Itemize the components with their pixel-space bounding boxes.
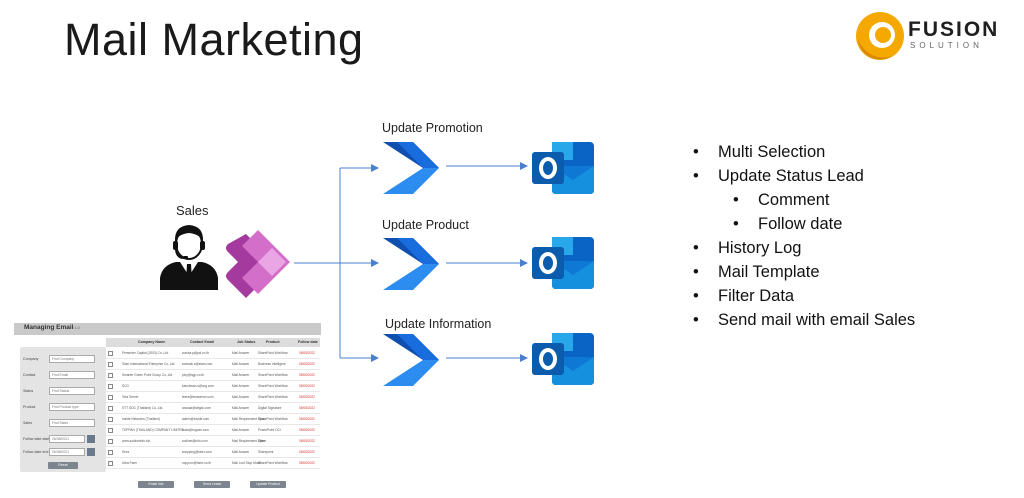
feature-item: Filter Data bbox=[693, 284, 915, 308]
update-product-button[interactable]: Update Product bbox=[250, 481, 286, 488]
app-header: Managing Email v 1.0 bbox=[14, 323, 321, 335]
calendar-icon[interactable] bbox=[87, 435, 95, 443]
power-automate-icon bbox=[383, 142, 439, 194]
row-checkbox[interactable] bbox=[108, 406, 113, 411]
fusion-logo-icon bbox=[856, 12, 904, 60]
filter-contact: Contact Find Email bbox=[23, 371, 103, 380]
filter-company: Company Find Company bbox=[23, 355, 103, 364]
app-title: Managing Email bbox=[24, 324, 74, 331]
table-header: Company Name Contact Email Job Status Pr… bbox=[106, 338, 320, 347]
power-automate-icon bbox=[383, 238, 439, 290]
row-checkbox[interactable] bbox=[108, 351, 113, 356]
company-select[interactable]: Find Company bbox=[49, 355, 95, 363]
contact-input[interactable]: Find Email bbox=[49, 371, 95, 379]
date-start-input[interactable]: 26/08/2021 bbox=[49, 435, 85, 443]
leads-table: Company Name Contact Email Job Status Pr… bbox=[106, 338, 320, 473]
row-checkbox[interactable] bbox=[108, 439, 113, 444]
logo-sub: SOLUTION bbox=[910, 41, 983, 50]
feature-list: Multi Selection Update Status Lead Comme… bbox=[693, 140, 915, 332]
product-select[interactable]: Find Product type bbox=[49, 403, 95, 411]
sales-label: Sales bbox=[176, 203, 209, 218]
flow-label-information: Update Information bbox=[385, 317, 492, 331]
logo-word: FUSION bbox=[908, 18, 1000, 41]
row-checkbox[interactable] bbox=[108, 461, 113, 466]
filter-date-end: Follow date end 26/08/2021 bbox=[23, 448, 103, 457]
row-checkbox[interactable] bbox=[108, 428, 113, 433]
feature-item: Multi Selection bbox=[693, 140, 915, 164]
row-checkbox[interactable] bbox=[108, 373, 113, 378]
outlook-icon bbox=[532, 142, 594, 194]
app-version: v 1.0 bbox=[72, 326, 80, 330]
row-checkbox[interactable] bbox=[108, 362, 113, 367]
power-automate-icon bbox=[383, 334, 439, 386]
outlook-icon bbox=[532, 333, 594, 385]
feature-subitem: Follow date bbox=[693, 212, 915, 236]
filter-panel: Company Find Company Contact Find Email … bbox=[20, 347, 106, 472]
row-checkbox[interactable] bbox=[108, 450, 113, 455]
flow-label-promotion: Update Promotion bbox=[382, 121, 483, 135]
managing-email-app-screenshot: Managing Email v 1.0 Company Find Compan… bbox=[14, 320, 321, 490]
row-checkbox[interactable] bbox=[108, 384, 113, 389]
flow-label-product: Update Product bbox=[382, 218, 469, 232]
table-row[interactable]: Presenter Capital (2003) Co.,Ltd.sunisa.… bbox=[106, 348, 320, 359]
filter-date-start: Follow date start 26/08/2021 bbox=[23, 435, 103, 444]
feature-item: Update Status Lead bbox=[693, 164, 915, 188]
page-title: Mail Marketing bbox=[64, 14, 364, 65]
salesman-icon bbox=[160, 225, 218, 290]
table-row[interactable]: STT GDC (Thailand) Co.,Ltd.anusak@sttgdc… bbox=[106, 403, 320, 414]
filter-status: Status Find Status bbox=[23, 387, 103, 396]
email-info-button[interactable]: Email Info bbox=[138, 481, 174, 488]
sales-select[interactable]: Find Sales bbox=[49, 419, 95, 427]
reset-button[interactable]: Reset bbox=[48, 462, 78, 469]
feature-subitem: Comment bbox=[693, 188, 915, 212]
filter-sales: Sales Find Sales bbox=[23, 419, 103, 428]
fusion-logo: FUSION SOLUTION bbox=[850, 8, 1010, 64]
status-select[interactable]: Find Status bbox=[49, 387, 95, 395]
feature-item: Mail Template bbox=[693, 260, 915, 284]
power-apps-icon bbox=[226, 230, 290, 298]
date-end-input[interactable]: 26/08/2021 bbox=[49, 448, 85, 456]
feature-item: History Log bbox=[693, 236, 915, 260]
row-checkbox[interactable] bbox=[108, 395, 113, 400]
table-row[interactable]: Siam International Enterprise Co.,Ltd.so… bbox=[106, 359, 320, 370]
table-row[interactable]: Inside Networks (Thailand)admin@inside.c… bbox=[106, 414, 320, 425]
filter-product: Product Find Product type bbox=[23, 403, 103, 412]
feature-item: Send mail with email Sales bbox=[693, 308, 915, 332]
send-leads-button[interactable]: Send Leads bbox=[194, 481, 230, 488]
outlook-icon bbox=[532, 237, 594, 289]
calendar-icon[interactable] bbox=[87, 448, 95, 456]
row-checkbox[interactable] bbox=[108, 417, 113, 422]
table-row[interactable]: Smarter Green Point Group Co.,Ltd.ploy@s… bbox=[106, 370, 320, 381]
